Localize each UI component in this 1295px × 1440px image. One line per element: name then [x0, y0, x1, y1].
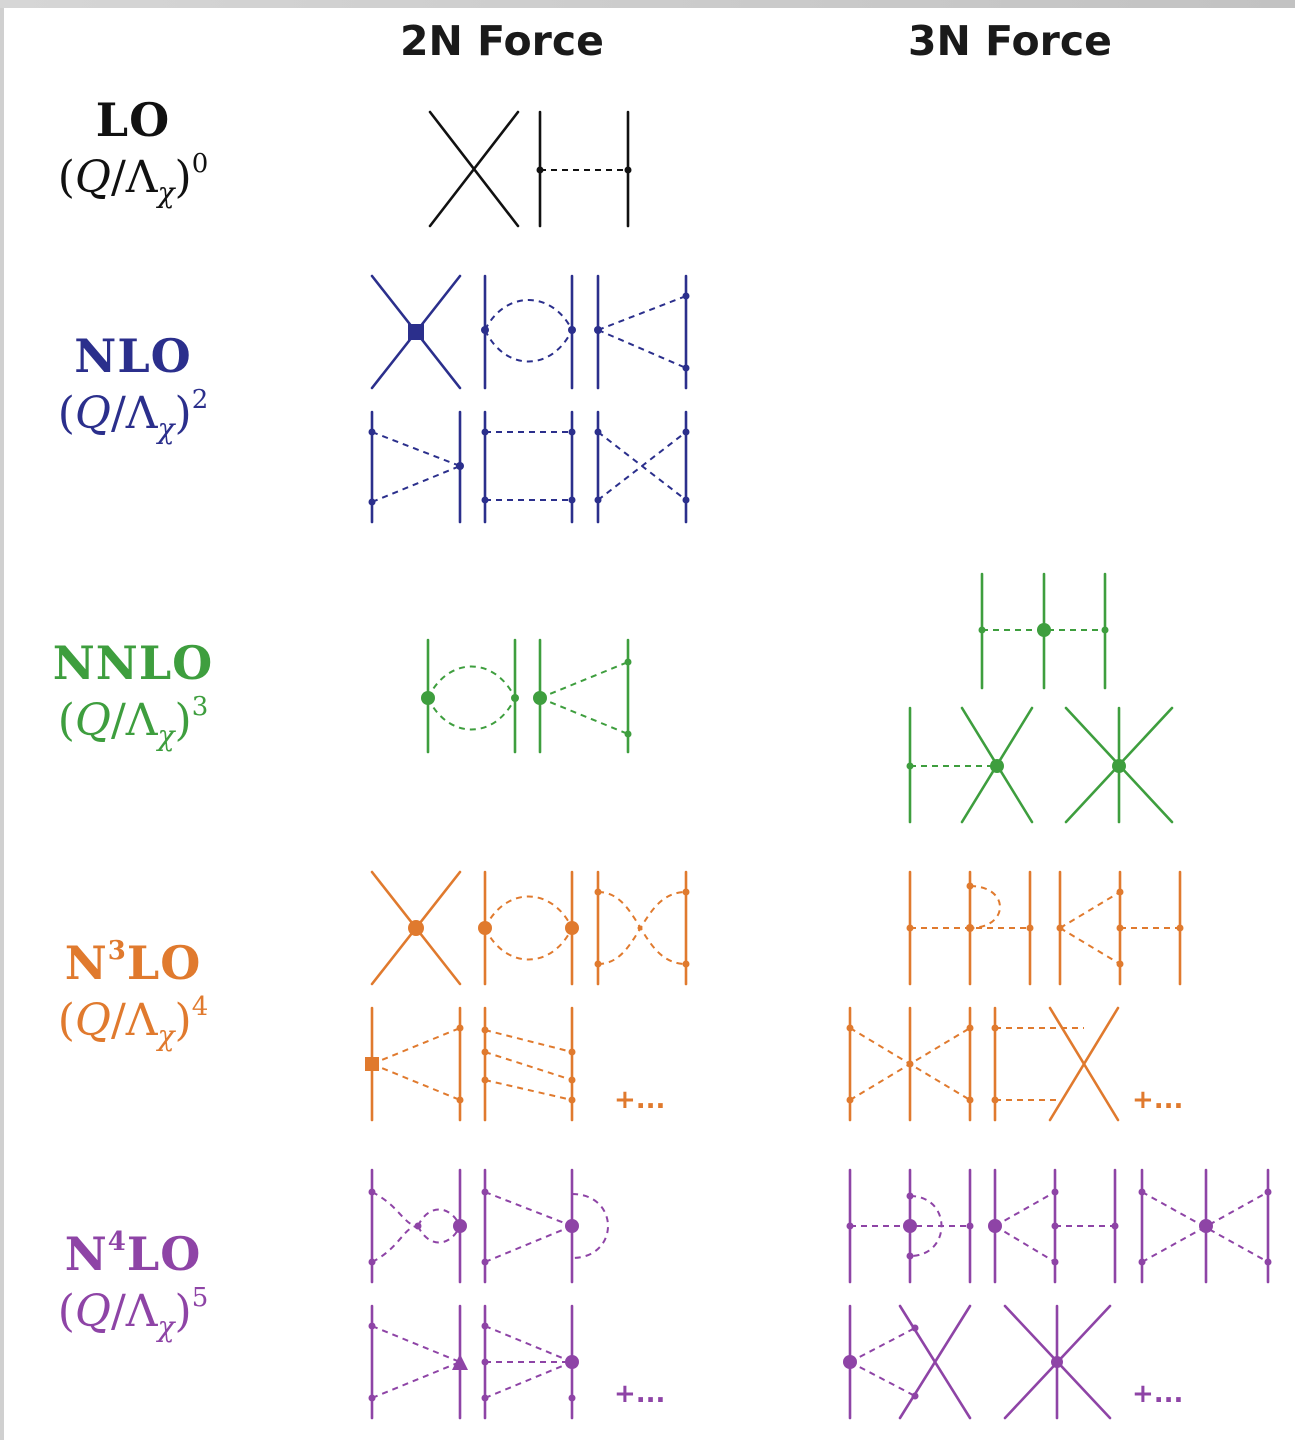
nlo-football-diagram — [481, 274, 576, 390]
order-scale-nnlo: (Q/Λχ)3 — [57, 692, 209, 752]
order-name-lo: LO — [95, 93, 171, 147]
nnlo-3n-contact-diagram — [1064, 706, 1174, 824]
column-header-2n-force: 2N Force — [400, 17, 604, 65]
order-label-n3lo: N3LO (Q/Λχ)4 — [8, 935, 258, 1051]
order-label-lo: LO (Q/Λχ)0 — [8, 92, 258, 208]
lo-diagrams — [428, 110, 632, 228]
n4lo-2n-loop-diagram-a — [368, 1168, 467, 1284]
n4lo-3n-loop-diagram-c — [1138, 1168, 1272, 1284]
order-scale-nlo: (Q/Λχ)2 — [57, 385, 209, 445]
lo-contact-diagram — [428, 110, 520, 228]
order-scale-n4lo: (Q/Λχ)5 — [57, 1283, 209, 1343]
n4lo-3n-loop-diagram-a — [846, 1168, 974, 1284]
n4lo-2n-loop-diagram-d — [481, 1304, 579, 1420]
nlo-triangle-diagram — [594, 274, 690, 390]
n4lo-2n-etc-label: +... — [614, 1379, 665, 1409]
order-label-n4lo: N4LO (Q/Λχ)5 — [8, 1226, 258, 1342]
n3lo-3n-loop-diagram-a — [906, 870, 1034, 986]
nnlo-diagrams — [421, 572, 1174, 824]
lo-one-pion-exchange-diagram — [536, 110, 632, 228]
n3lo-2n-three-pion-diagram — [481, 1006, 576, 1122]
n3lo-2n-triangle-contact-diagram — [365, 1006, 464, 1122]
order-scale-lo: (Q/Λχ)0 — [57, 149, 209, 209]
order-name-nnlo: NNLO — [52, 636, 214, 690]
nlo-contact-diagram — [370, 274, 462, 390]
n3lo-2n-crossed-loop-diagram — [594, 870, 690, 986]
n3lo-diagrams: +... — [365, 870, 1184, 1122]
n3lo-2n-contact-diagram — [370, 870, 462, 986]
nlo-crossed-box-diagram — [594, 410, 690, 524]
n4lo-3n-contact-diagram-b — [1003, 1304, 1112, 1420]
nnlo-3n-two-pion-exchange-diagram — [978, 572, 1109, 690]
n3lo-2n-etc-label: +... — [614, 1085, 665, 1115]
order-label-nlo: NLO (Q/Λχ)2 — [8, 328, 258, 444]
nnlo-2n-football-diagram — [421, 638, 519, 754]
n4lo-2n-loop-diagram-b — [481, 1168, 609, 1284]
nlo-diagrams — [368, 274, 690, 524]
n3lo-3n-loop-diagram-b — [1056, 870, 1184, 986]
n3lo-3n-contact-pion-diagram — [991, 1006, 1120, 1122]
order-scale-n3lo: (Q/Λχ)4 — [57, 992, 209, 1052]
nlo-box-diagram — [481, 410, 576, 524]
top-bar — [0, 0, 1295, 8]
n4lo-3n-contact-diagram-a — [843, 1304, 972, 1420]
order-name-nlo: NLO — [74, 329, 192, 383]
nnlo-2n-triangle-diagram — [533, 638, 632, 754]
nlo-triangle-reversed-diagram — [368, 410, 464, 524]
order-name-n4lo: N4LO — [64, 1227, 202, 1281]
n4lo-3n-etc-label: +... — [1132, 1379, 1183, 1409]
n3lo-3n-etc-label: +... — [1132, 1085, 1183, 1115]
n4lo-3n-loop-diagram-b — [988, 1168, 1119, 1284]
order-name-n3lo: N3LO — [64, 936, 202, 990]
order-label-nnlo: NNLO (Q/Λχ)3 — [8, 635, 258, 751]
column-header-3n-force: 3N Force — [908, 17, 1112, 65]
nnlo-3n-one-pion-contact-diagram — [906, 706, 1034, 824]
n3lo-2n-football-diagram — [478, 870, 579, 986]
n4lo-diagrams: +... — [368, 1168, 1272, 1420]
n3lo-3n-crossed-diagram — [846, 1006, 974, 1122]
left-border — [0, 8, 4, 1440]
n4lo-2n-loop-diagram-c — [368, 1304, 468, 1420]
